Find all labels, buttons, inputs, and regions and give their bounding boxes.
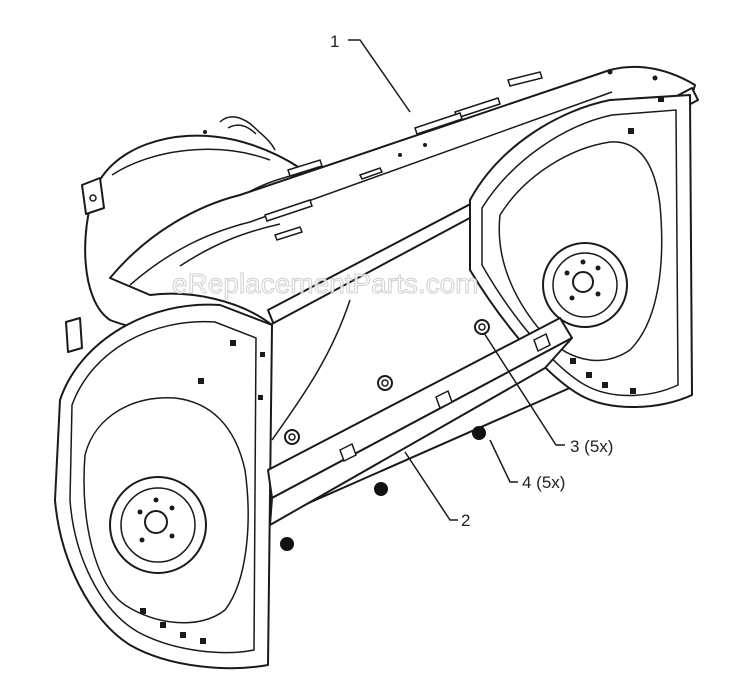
callout-1: 1 [330,32,411,113]
callout-3-label: 3 (5x) [570,437,613,456]
right-side-plate [469,94,693,408]
left-side-plate [54,303,273,670]
callout-4: 4 (5x) [489,439,565,492]
bolts [284,319,490,445]
callout-3: 3 (5x) [483,332,613,456]
nuts [280,426,486,551]
callout-2-label: 2 [461,511,470,530]
watermark-text: eReplacementParts.com [172,268,479,299]
callout-2: 2 [404,451,470,530]
callout-1-label: 1 [330,32,339,51]
callout-4-label: 4 (5x) [522,473,565,492]
shave-plate [267,317,573,526]
